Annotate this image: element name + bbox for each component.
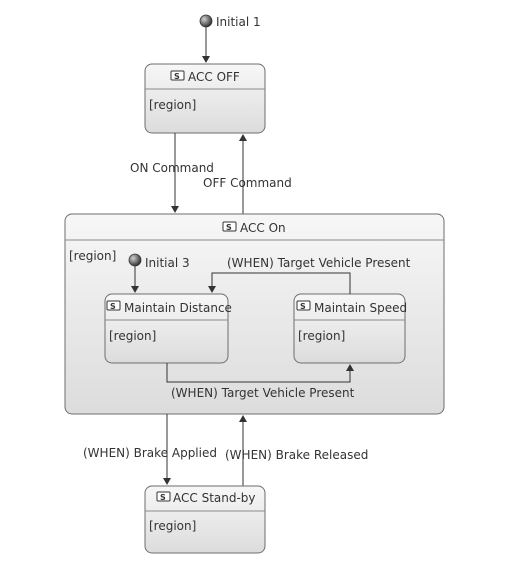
state-region-label: [region] (298, 329, 345, 343)
transition-brake-released[interactable] (239, 415, 247, 486)
state-s-icon: S (170, 70, 185, 81)
svg-text:S: S (226, 223, 232, 232)
state-maintain-speed[interactable]: S Maintain Speed [region] (293, 293, 407, 364)
transition-label-brake-applied: (WHEN) Brake Applied (83, 446, 217, 460)
transition-brake-applied[interactable] (163, 414, 171, 485)
svg-text:S: S (174, 72, 180, 81)
state-title: Maintain Speed (314, 301, 407, 315)
transition-initial-3[interactable] (131, 266, 139, 293)
initial-1-label: Initial 1 (216, 15, 261, 29)
initial-3-label: Initial 3 (145, 256, 190, 270)
state-acc-standby[interactable]: S ACC Stand-by [region] (144, 485, 266, 554)
transition-off-command[interactable] (239, 134, 247, 214)
state-acc-off[interactable]: S ACC OFF [region] (144, 63, 266, 134)
transition-target-present-bottom[interactable] (166, 363, 354, 383)
transition-label-on-command: ON Command (130, 161, 214, 175)
transition-label-target-present-bottom: (WHEN) Target Vehicle Present (171, 386, 355, 400)
transition-label-brake-released: (WHEN) Brake Released (225, 448, 368, 462)
transition-label-off-command: OFF Command (203, 176, 292, 190)
transition-on-command[interactable] (171, 133, 179, 213)
state-s-icon: S (296, 300, 311, 311)
svg-text:S: S (110, 302, 116, 311)
state-s-icon: S (156, 491, 171, 502)
initial-pseudostate-icon (199, 14, 213, 28)
state-title: ACC Stand-by (173, 491, 256, 505)
state-acc-on[interactable]: S ACC On [region] (64, 213, 445, 415)
transition-target-present-top[interactable] (208, 272, 351, 294)
state-title: ACC OFF (188, 70, 240, 84)
state-title: Maintain Distance (124, 301, 232, 315)
transition-initial-1[interactable] (202, 27, 210, 63)
state-region-label: [region] (69, 249, 116, 263)
state-s-icon: S (106, 300, 121, 311)
svg-text:S: S (300, 302, 306, 311)
transition-label-target-present-top: (WHEN) Target Vehicle Present (227, 256, 411, 270)
state-maintain-distance[interactable]: S Maintain Distance [region] (104, 293, 232, 364)
state-region-label: [region] (149, 519, 196, 533)
state-region-label: [region] (109, 329, 156, 343)
state-title: ACC On (240, 221, 286, 235)
svg-text:S: S (160, 493, 166, 502)
state-s-icon: S (222, 221, 237, 232)
state-region-label: [region] (149, 98, 196, 112)
initial-pseudostate-icon (128, 253, 142, 267)
initial-1-node[interactable]: Initial 1 (199, 14, 261, 29)
